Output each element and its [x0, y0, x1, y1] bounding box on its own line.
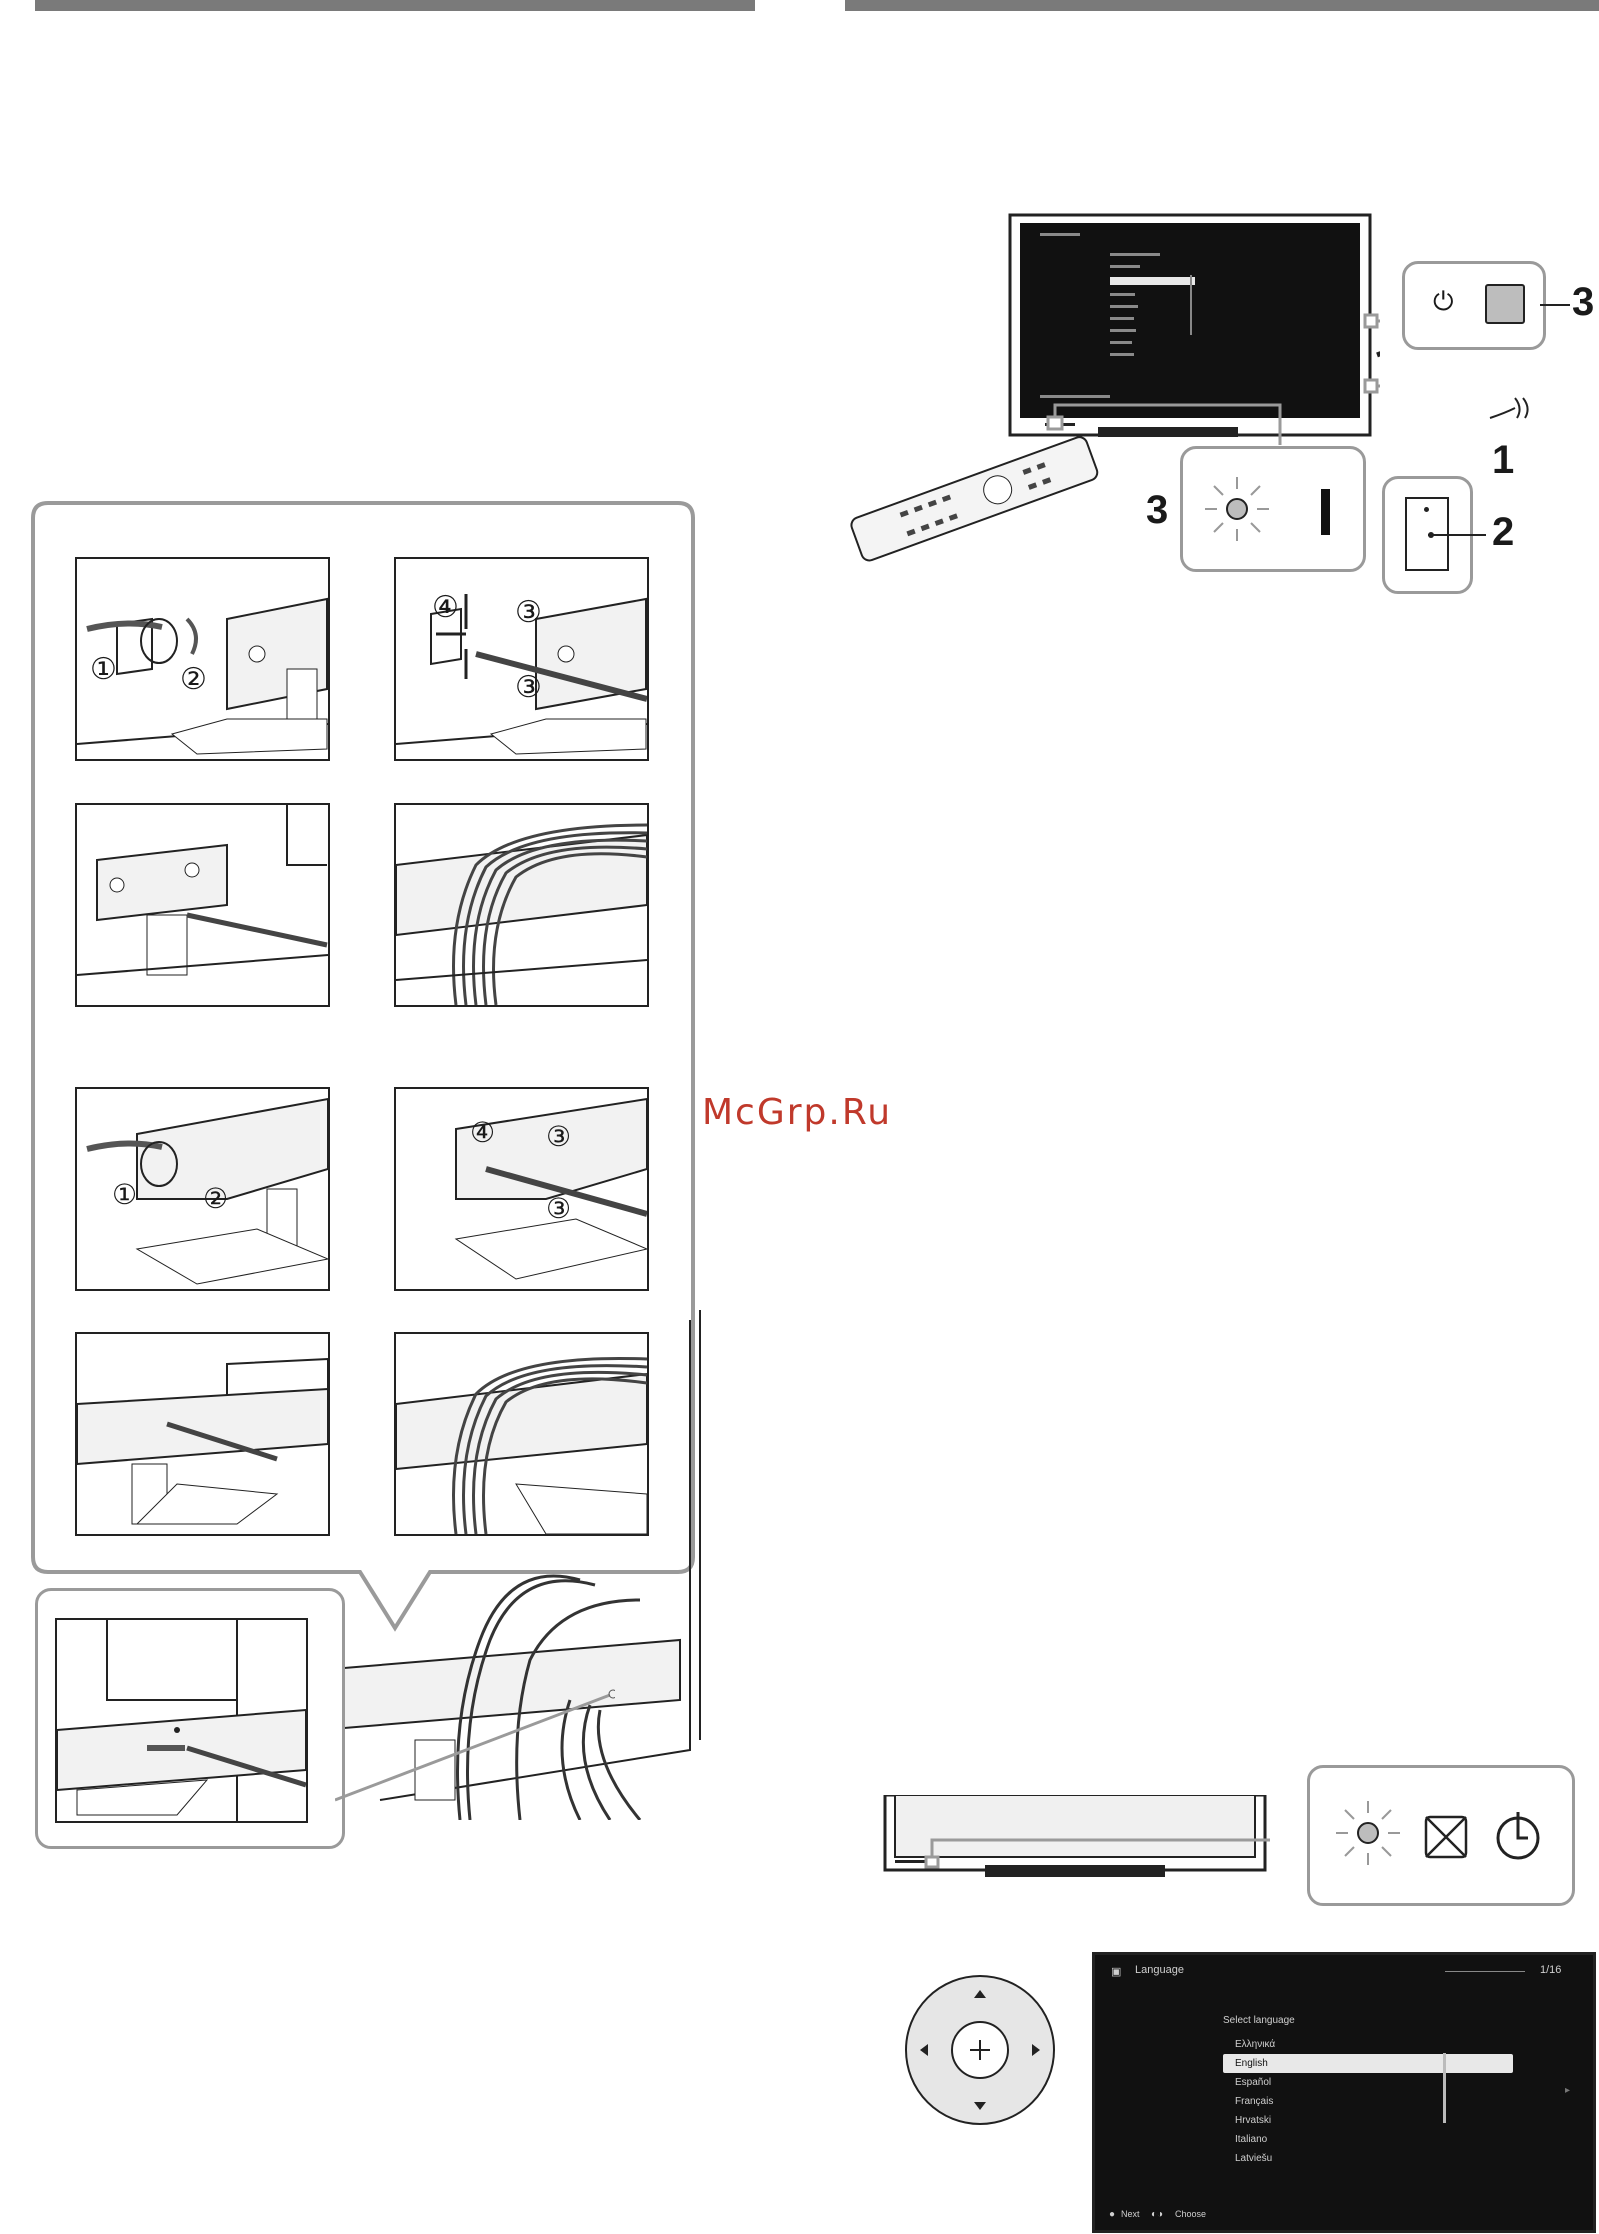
menu-scrollbar[interactable] [1443, 2053, 1446, 2123]
header-rule-left [35, 0, 755, 11]
cable-step-3-illustration [75, 803, 330, 1007]
footer-confirm-label: Next [1121, 2209, 1140, 2219]
power-button-leader [1540, 302, 1570, 308]
menu-progress-track [1445, 1971, 1525, 1972]
header-rule-right [845, 0, 1599, 11]
circled-number-3d: ③ [546, 1192, 571, 1225]
menu-page-number: 1/16 [1540, 1964, 1561, 1976]
footer-select-icon: ◐◑ [1151, 2209, 1163, 2220]
language-option-selected[interactable]: English [1223, 2054, 1513, 2073]
callout-number-power-indicator: 3 [1146, 488, 1168, 533]
indicator-status-callout [1307, 1765, 1575, 1906]
navigation-pad-icon [900, 1970, 1060, 2130]
main-switch-leader [1428, 532, 1488, 538]
cable-step-2-illustration [394, 557, 649, 761]
watermark: McGrp.Ru [702, 1092, 892, 1133]
timer-icon [1490, 1808, 1546, 1864]
power-plug-icon [1485, 393, 1535, 433]
language-option[interactable]: Italiano [1223, 2130, 1513, 2149]
footer-select-label: Choose [1175, 2209, 1206, 2219]
power-indicator-callout [1180, 446, 1366, 572]
language-option[interactable]: Español [1223, 2073, 1513, 2092]
power-button[interactable] [1485, 284, 1525, 324]
menu-title: Language [1135, 1964, 1184, 1976]
menu-home-icon: ▣ [1111, 1965, 1121, 1978]
footer-confirm-icon: ● [1109, 2209, 1115, 2220]
cable-step-4-illustration [394, 803, 649, 1007]
language-option[interactable]: Hrvatski [1223, 2111, 1513, 2130]
language-list: Ελληνικά English Español Français Hrvats… [1223, 2035, 1513, 2168]
tv-bottom-bezel-illustration [880, 1795, 1270, 1890]
language-option[interactable]: Ελληνικά [1223, 2035, 1513, 2054]
language-option[interactable]: Latviešu [1223, 2149, 1513, 2168]
menu-subtitle: Select language [1223, 2015, 1295, 2026]
power-icon: ⏻ [1433, 286, 1454, 318]
indicator-bar [1321, 489, 1330, 535]
tv-language-menu-screen: ▣ Language 1/16 Select language Ελληνικά… [1092, 1952, 1596, 2233]
cable-step-6-illustration [394, 1087, 649, 1291]
menu-scroll-arrow-icon: ▸ [1565, 2085, 1570, 2096]
cable-detail-zoom-illustration [55, 1618, 308, 1823]
callout-number-main-switch: 2 [1492, 510, 1514, 555]
callout-number-power-button: 3 [1572, 280, 1594, 325]
circled-number-2-b: ② [203, 1182, 228, 1215]
circled-number-4: ④ [432, 590, 459, 625]
cable-step-7-illustration [75, 1332, 330, 1536]
circled-number-1-b: ① [112, 1178, 137, 1211]
language-option[interactable]: Français [1223, 2092, 1513, 2111]
power-button-callout: ⏻ [1402, 261, 1546, 350]
picture-off-icon [1422, 1813, 1470, 1861]
circled-number-1: ① [90, 652, 117, 687]
circled-number-3b: ③ [515, 670, 542, 705]
callout-number-power-cord: 1 [1492, 438, 1514, 483]
circled-number-3c: ③ [546, 1120, 571, 1153]
circled-number-4-b: ④ [470, 1116, 495, 1149]
power-indicator-led-icon [1197, 469, 1277, 549]
zoom-connector-line [335, 1680, 615, 1810]
circled-number-3a: ③ [515, 595, 542, 630]
circled-number-2: ② [180, 662, 207, 697]
power-indicator-led-icon [1328, 1793, 1408, 1873]
